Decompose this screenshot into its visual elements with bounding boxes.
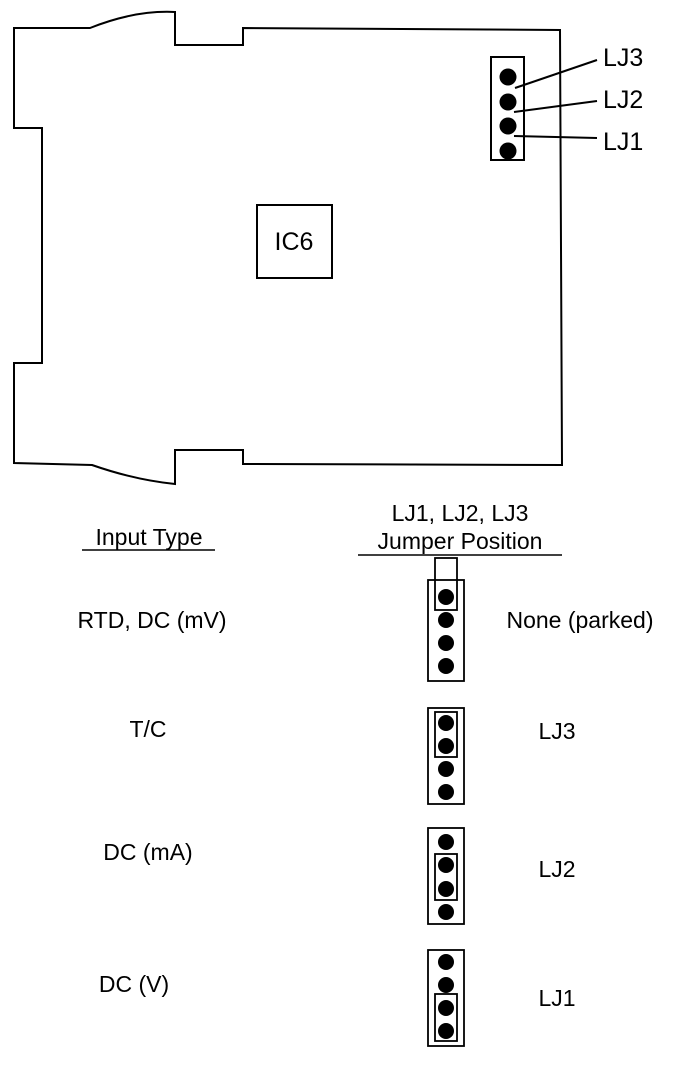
row-3-jumper-cap: [434, 853, 458, 901]
row-4-pin-1: [438, 954, 454, 970]
leader-lj3: [514, 59, 598, 89]
row-4-position: LJ1: [538, 985, 575, 1011]
row-4-input-type: DC (V): [99, 971, 169, 997]
row-3-pin-3: [438, 881, 454, 897]
board-pin-3: [499, 117, 517, 135]
row-3-pin-1: [438, 834, 454, 850]
board-outline: [13, 10, 564, 486]
leader-lj2: [513, 100, 598, 113]
row-4-pin-3: [438, 1000, 454, 1016]
leader-lj1: [513, 135, 598, 139]
row-1-pin-1: [438, 589, 454, 605]
ic6-chip: [256, 204, 333, 279]
row-2-pin-1: [438, 715, 454, 731]
row-1-position: None (parked): [506, 607, 653, 633]
col-header-input-type: Input Type: [96, 524, 203, 550]
row-3-position: LJ2: [538, 856, 575, 882]
row-2-pin-2: [438, 738, 454, 754]
col-header-jumpers: LJ1, LJ2, LJ3: [392, 500, 529, 526]
row-2-pin-3: [438, 761, 454, 777]
row-2-header: [427, 707, 465, 805]
row-1-header: [427, 579, 465, 682]
row-4-header: [427, 949, 465, 1047]
row-1-pin-2: [438, 612, 454, 628]
ic6-label: IC6: [275, 228, 314, 256]
row-3-header: [427, 827, 465, 925]
row-2-input-type: T/C: [129, 716, 166, 742]
row-2-jumper-cap: [434, 711, 458, 758]
row-2-position: LJ3: [538, 718, 575, 744]
row-1-jumper-cap: [434, 557, 458, 611]
board-pin-4: [499, 142, 517, 160]
board-pin-1: [499, 68, 517, 86]
row-1-pin-4: [438, 658, 454, 674]
label-lj2: LJ2: [603, 86, 643, 114]
row-1-input-type: RTD, DC (mV): [77, 607, 226, 633]
row-4-jumper-cap: [434, 993, 458, 1042]
label-lj3: LJ3: [603, 44, 643, 72]
label-lj1: LJ1: [603, 128, 643, 156]
row-4-pin-4: [438, 1023, 454, 1039]
row-4-pin-2: [438, 977, 454, 993]
row-3-input-type: DC (mA): [103, 839, 192, 865]
board-jumper-header: [490, 56, 525, 161]
row-2-pin-4: [438, 784, 454, 800]
row-1-pin-3: [438, 635, 454, 651]
row-3-pin-2: [438, 857, 454, 873]
row-3-pin-4: [438, 904, 454, 920]
col-header-jumper-position: Jumper Position: [378, 528, 543, 554]
board-pin-2: [499, 93, 517, 111]
